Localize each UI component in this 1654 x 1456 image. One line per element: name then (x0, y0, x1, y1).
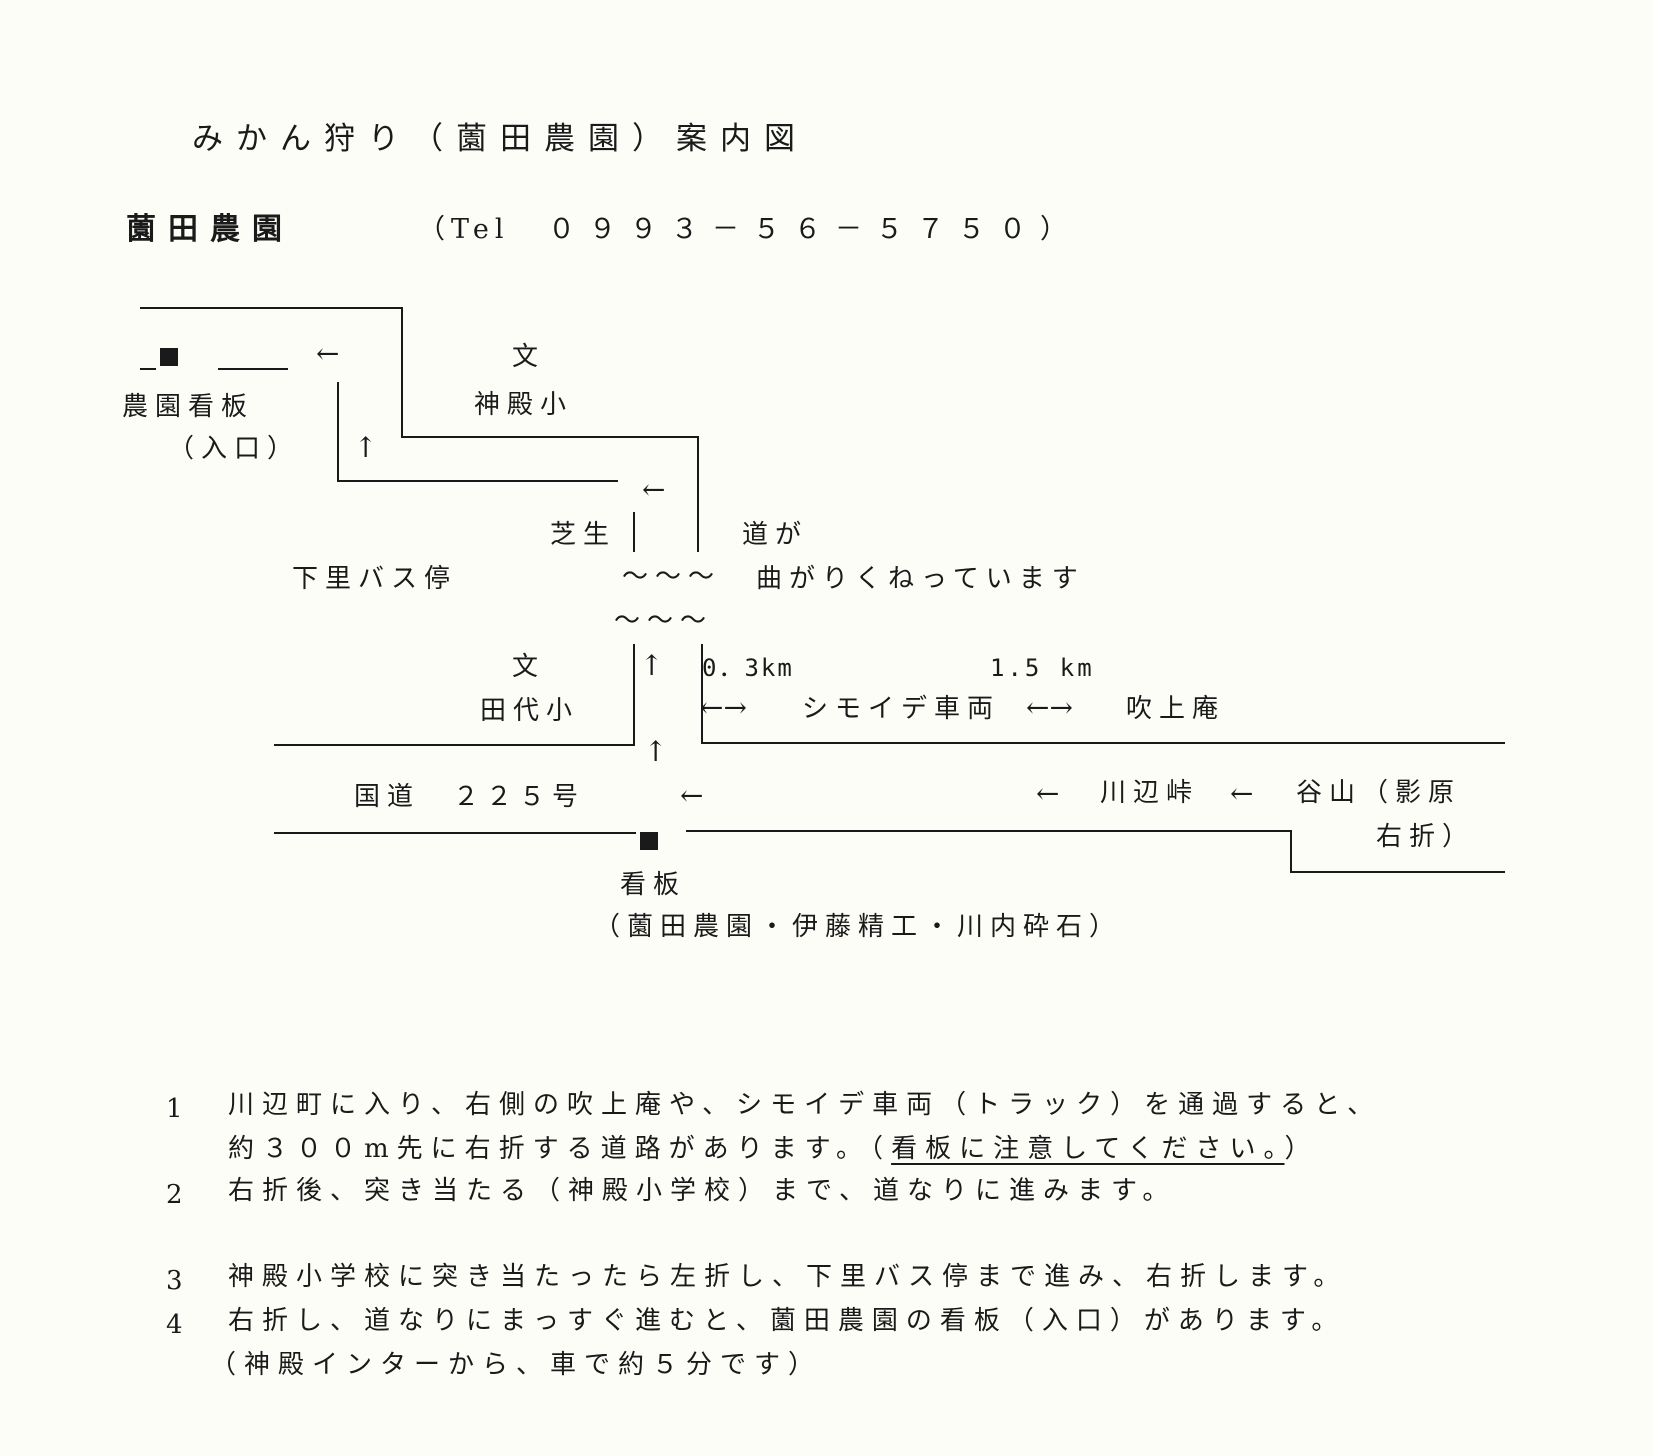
arrow-up-route: ↑ (644, 735, 668, 768)
farm-sign-marker (160, 348, 178, 366)
fukiagean-label: 吹上庵 (1126, 694, 1226, 724)
arrow-both-2: ←→ (1026, 691, 1073, 724)
arrow-up-inner: ↑ (354, 431, 378, 464)
farm-name: 薗田農園 (126, 212, 294, 247)
school-top-label: 神殿小 (474, 390, 574, 420)
bus-stop-label: 下里バス停 (292, 564, 458, 594)
arrow-left-route: ← (680, 779, 704, 812)
arrow-up-upper: ↑ (640, 649, 664, 682)
sign-attention-note: 看板に注意してください。 (891, 1134, 1285, 1164)
shibao-label: 芝生 (550, 520, 617, 550)
road-right-lower (701, 644, 1505, 744)
sign-detail-label: （薗田農園・伊藤精工・川内砕石） (594, 912, 1123, 942)
tel-number: ０９９３－５６－５７５０） (548, 214, 1081, 245)
direction-number-4: 4 (166, 1310, 191, 1340)
direction-line-3: 神殿小学校に突き当たったら左折し、下里バス停まで進み、右折します。 (228, 1262, 1348, 1292)
direction-line-4: 右折し、道なりにまっすぐ進むと、薗田農園の看板（入口）があります。 (228, 1306, 1346, 1336)
farm-sign-label: 農園看板 (122, 392, 255, 422)
road-inner (337, 382, 618, 482)
tel-prefix: （Tel (418, 214, 510, 245)
road-top (140, 307, 699, 552)
turn-right-label: 右折） (1376, 822, 1476, 852)
direction-line-2: 右折後、突き当たる（神殿小学校）まで、道なりに進みます。 (228, 1176, 1177, 1206)
arrow-left-school: ← (642, 473, 666, 506)
wavy-road-1: ～～～ (622, 562, 722, 592)
sign-label: 看板 (620, 870, 687, 900)
school-symbol-top: 文 (512, 342, 546, 372)
route-225-label: 国道 ２２５号 (354, 782, 586, 812)
school-bottom-label: 田代小 (480, 696, 580, 726)
arrow-left-taniyama: ← (1230, 777, 1254, 810)
distance-0-3km: 0．3km (702, 654, 794, 682)
road-left-lower (274, 644, 635, 746)
direction-line-1: 川辺町に入り、右側の吹上庵や、シモイデ車両（トラック）を通過すると、 (228, 1090, 1382, 1120)
route-edge-right (686, 830, 1505, 873)
school-symbol-bottom: 文 (512, 652, 546, 682)
direction-number-2: 2 (166, 1180, 191, 1210)
shimoide-label: シモイデ車両 (802, 694, 1001, 724)
road-curves-label-2: 曲がりくねっています (756, 564, 1085, 594)
taniyama-label: 谷山（影原 (1296, 778, 1462, 808)
road-curves-label: 道が (742, 520, 809, 550)
arrow-left-pass: ← (1036, 777, 1060, 810)
direction-line-1b: 約３００m先に右折する道路があります。（看板に注意してください。） (228, 1134, 1319, 1164)
arrow-both-1: ←→ (700, 691, 747, 724)
farm-sign-entrance: （入口） (168, 434, 301, 464)
direction-number-1: 1 (166, 1094, 191, 1124)
distance-1-5km: 1.5 km (990, 654, 1095, 682)
direction-number-3: 3 (166, 1266, 191, 1296)
page-title: みかん狩り（薗田農園）案内図 (192, 121, 808, 157)
direction-line-5: （神殿インターから、車で約５分です） (210, 1350, 823, 1380)
route-sign-marker (640, 832, 658, 850)
wavy-road-2: ～～～ (614, 606, 714, 636)
arrow-left-farm: ← (316, 337, 340, 370)
kawanabe-pass-label: 川辺峠 (1100, 778, 1200, 808)
